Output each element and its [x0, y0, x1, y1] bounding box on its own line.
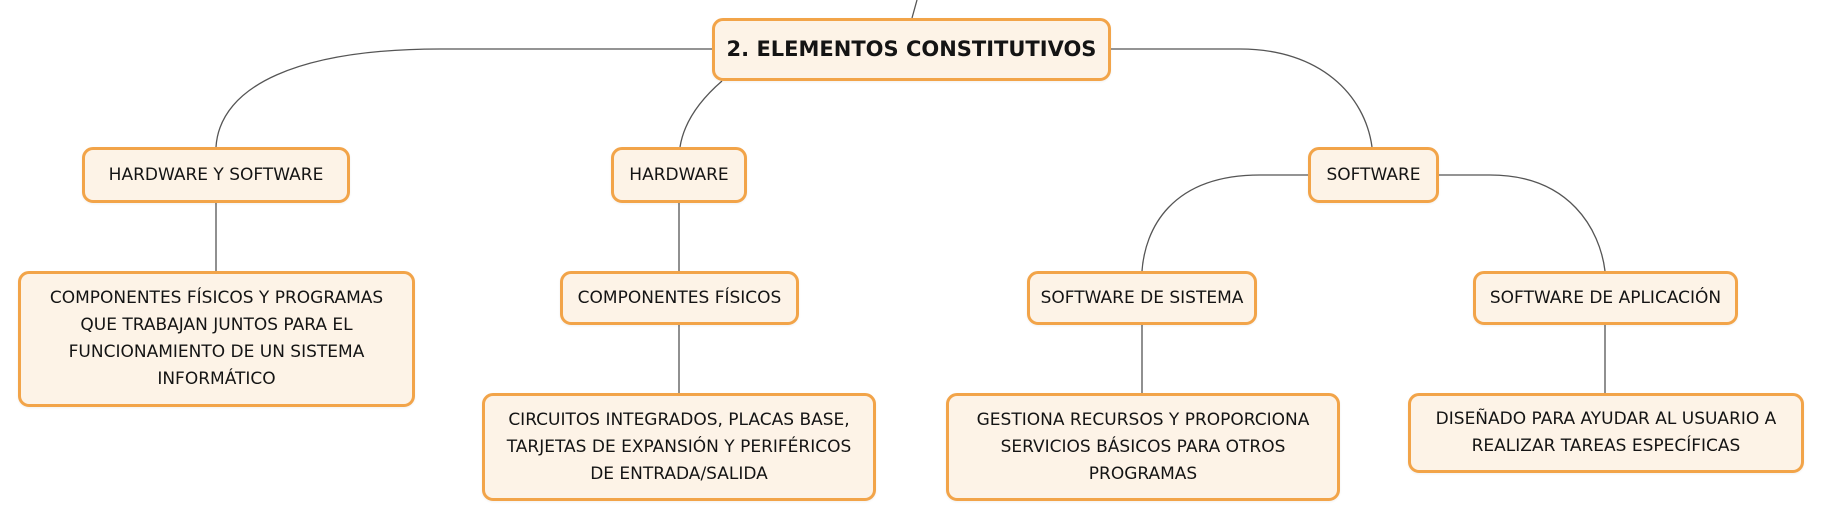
connector-root-parent [911, 0, 918, 19]
system-software-node[interactable]: SOFTWARE DE SISTEMA [1027, 271, 1257, 325]
application-software-description-text: DISEÑADO PARA AYUDAR AL USUARIO A REALIZ… [1435, 409, 1777, 456]
system-software-node-label: SOFTWARE DE SISTEMA [1040, 287, 1244, 308]
hardware-node[interactable]: HARDWARE [611, 147, 747, 203]
application-software-node-label: SOFTWARE DE APLICACIÓN [1489, 287, 1722, 308]
connector-software-system [1141, 174, 1308, 272]
connector-software-application [1439, 174, 1606, 272]
hardware-node-label: HARDWARE [629, 164, 729, 185]
hardware-software-description-text: COMPONENTES FÍSICOS Y PROGRAMAS QUE TRAB… [49, 288, 384, 389]
connector-root-software [1111, 48, 1373, 148]
physical-components-node-label: COMPONENTES FÍSICOS [577, 287, 782, 308]
connector-root-hardware-software [215, 48, 712, 148]
root-node[interactable]: 2. ELEMENTOS CONSTITUTIVOS [712, 18, 1111, 81]
root-node-label: 2. ELEMENTOS CONSTITUTIVOS [726, 37, 1097, 61]
application-software-node[interactable]: SOFTWARE DE APLICACIÓN [1473, 271, 1738, 325]
software-node-label: SOFTWARE [1326, 164, 1421, 185]
hardware-software-node-label: HARDWARE Y SOFTWARE [108, 164, 324, 185]
connector-root-hardware [679, 80, 723, 148]
hardware-description-text: CIRCUITOS INTEGRADOS, PLACAS BASE, TARJE… [506, 409, 852, 484]
physical-components-node[interactable]: COMPONENTES FÍSICOS [560, 271, 799, 325]
system-software-description-text: GESTIONA RECURSOS Y PROPORCIONA SERVICIO… [976, 409, 1310, 484]
software-node[interactable]: SOFTWARE [1308, 147, 1439, 203]
hardware-description-node[interactable]: CIRCUITOS INTEGRADOS, PLACAS BASE, TARJE… [482, 393, 876, 501]
hardware-software-node[interactable]: HARDWARE Y SOFTWARE [82, 147, 350, 203]
system-software-description-node[interactable]: GESTIONA RECURSOS Y PROPORCIONA SERVICIO… [946, 393, 1340, 501]
application-software-description-node[interactable]: DISEÑADO PARA AYUDAR AL USUARIO A REALIZ… [1408, 393, 1804, 473]
hardware-software-description-node[interactable]: COMPONENTES FÍSICOS Y PROGRAMAS QUE TRAB… [18, 271, 415, 407]
